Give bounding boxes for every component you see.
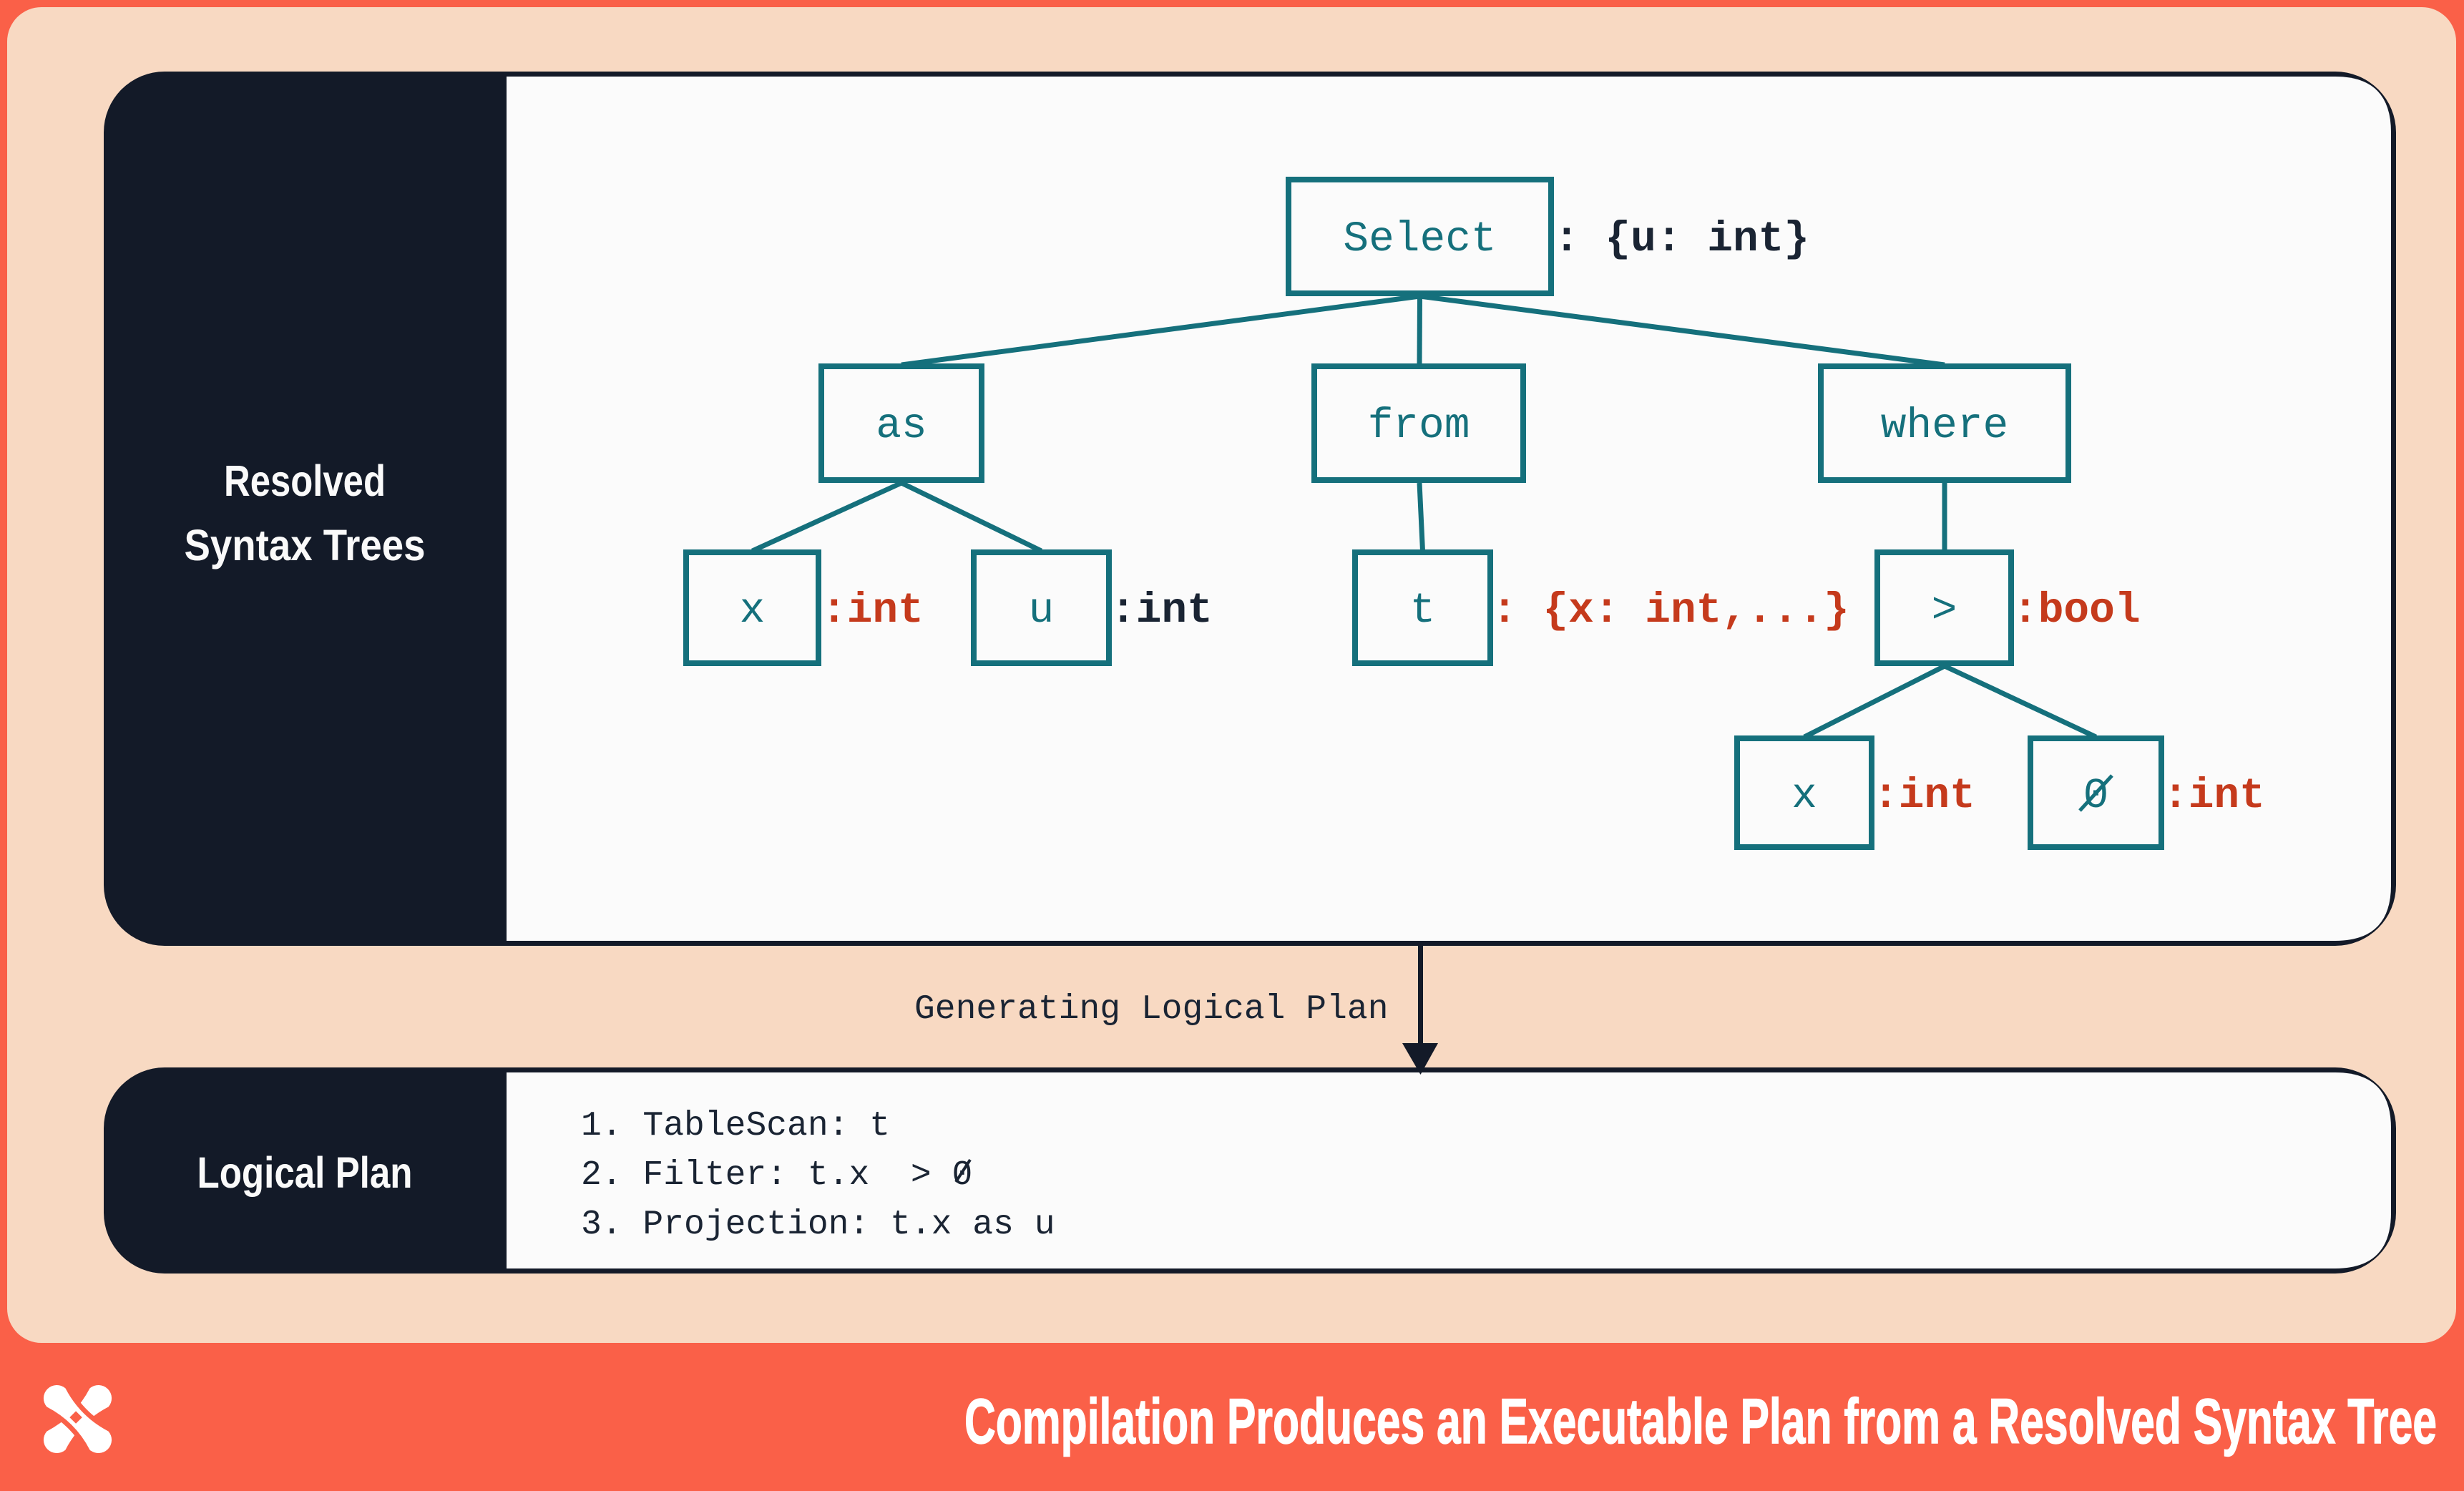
svg-text:Generating Logical Plan: Generating Logical Plan — [914, 990, 1389, 1029]
svg-text:2. Filter: t.x > 0: 2. Filter: t.x > 0 — [581, 1156, 972, 1195]
svg-text::int: :int — [2163, 771, 2265, 820]
svg-text:: {x: int,...}: : {x: int,...} — [1492, 586, 1849, 635]
svg-text:Logical Plan: Logical Plan — [197, 1148, 413, 1197]
svg-text:Compilation Produces an Execut: Compilation Produces an Executable Plan … — [964, 1385, 2437, 1457]
svg-text:>: > — [1932, 586, 1957, 635]
svg-text:t: t — [1410, 586, 1436, 635]
svg-text:3. Projection: t.x as u: 3. Projection: t.x as u — [581, 1206, 1055, 1244]
svg-text::int: :int — [1110, 586, 1213, 635]
svg-text::int: :int — [1873, 771, 1975, 820]
svg-text:Syntax Trees: Syntax Trees — [185, 521, 426, 569]
svg-text:Resolved: Resolved — [224, 456, 386, 505]
svg-text:u: u — [1029, 586, 1055, 635]
svg-text:Select: Select — [1343, 215, 1496, 263]
svg-text:where: where — [1881, 401, 2009, 450]
svg-text::int: :int — [821, 586, 924, 635]
svg-text:: {u: int}: : {u: int} — [1554, 215, 1809, 263]
svg-text:x: x — [740, 586, 766, 635]
svg-text:from: from — [1368, 401, 1470, 450]
svg-text:as: as — [876, 401, 927, 450]
svg-text:1. TableScan: t: 1. TableScan: t — [581, 1107, 890, 1145]
svg-text:x: x — [1791, 771, 1817, 820]
svg-text::bool: :bool — [2013, 586, 2141, 635]
